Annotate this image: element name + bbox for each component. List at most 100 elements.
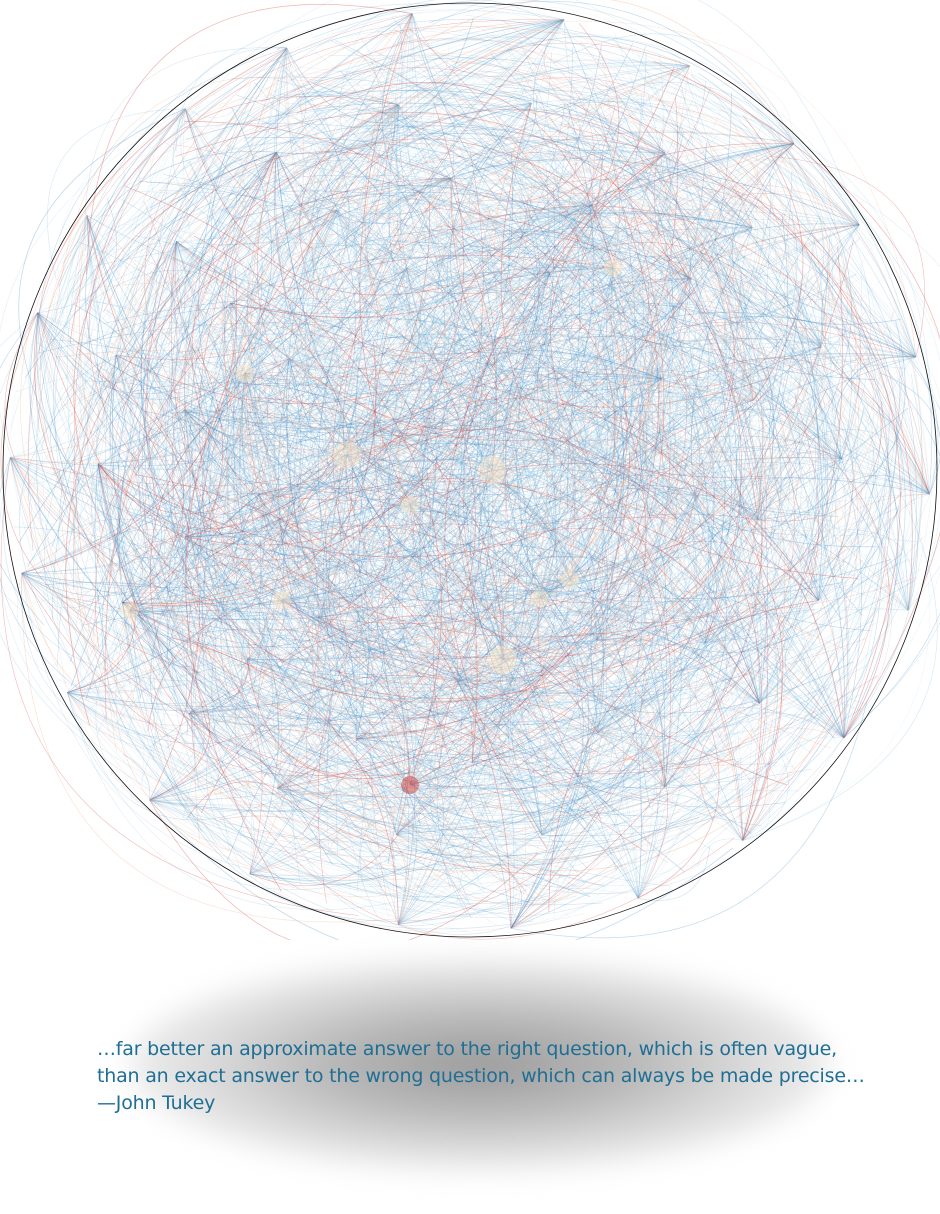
graph-edge [244, 81, 319, 374]
graph-edge [666, 490, 680, 519]
graph-edge [188, 489, 760, 704]
graph-edge [332, 214, 522, 661]
graph-edge [511, 639, 597, 808]
graph-edge [97, 463, 862, 840]
graph-edge [457, 356, 512, 471]
graph-edge [374, 186, 775, 704]
graph-edge [277, 756, 717, 858]
graph-edge [541, 466, 882, 837]
graph-edge [37, 194, 316, 336]
graph-edge [646, 278, 813, 755]
graph-edge [21, 397, 739, 708]
graph-edge [350, 143, 662, 379]
graph-edge [170, 241, 290, 380]
graph-edge [178, 270, 662, 481]
graph-edge [756, 282, 920, 611]
graph-edge [37, 312, 706, 486]
graph-edge [259, 130, 576, 495]
graph-edge [612, 267, 657, 327]
graph-edge [676, 712, 845, 769]
graph-edge [602, 299, 909, 611]
graph-edge [356, 117, 694, 740]
graph-edge [230, 121, 333, 304]
graph-edge [611, 277, 822, 347]
graph-edge [117, 152, 277, 797]
graph-edge [508, 759, 665, 801]
graph-edge [235, 210, 497, 926]
graph-edge [230, 302, 696, 619]
graph-edge [249, 212, 733, 875]
graph-edge [122, 492, 902, 714]
graph-edge [127, 609, 301, 811]
graph-edge [80, 9, 565, 406]
graph-edge [283, 48, 392, 252]
graph-edge [449, 434, 493, 471]
graph-edge [676, 178, 826, 519]
graph-edge [256, 312, 476, 682]
graph-edge [642, 697, 845, 765]
graph-hub [604, 259, 622, 277]
graph-edge [516, 303, 625, 581]
graph-edge [10, 390, 803, 592]
graph-edge [149, 48, 617, 801]
graph-edge [143, 102, 532, 662]
graph-edge [407, 151, 754, 401]
graph-edge [178, 266, 614, 614]
graph-edge [79, 579, 248, 660]
graph-edge [450, 178, 600, 308]
graph-edge [77, 223, 177, 258]
graph-edge [600, 224, 860, 683]
graph-edge [266, 9, 753, 228]
graph-edge [115, 355, 863, 791]
graph-edge [122, 600, 155, 612]
graph-edge [246, 209, 753, 623]
graph-edge [86, 215, 228, 334]
graph-edge [251, 102, 532, 893]
graph-edge [536, 579, 571, 636]
graph-edge [156, 241, 346, 612]
graph-edge [508, 103, 839, 517]
graph-edge [324, 208, 843, 459]
graph-edge [491, 144, 758, 471]
graph-edge [510, 129, 795, 929]
graph-edge [500, 659, 598, 788]
graph-edge [106, 152, 277, 424]
graph-edge [67, 473, 516, 712]
graph-edge [149, 589, 714, 857]
graph-edge [157, 204, 593, 806]
graph-edge [259, 123, 581, 495]
graph-edge [381, 19, 565, 392]
graph-edge [406, 267, 802, 609]
graph-edge [447, 458, 842, 811]
graph-edge [65, 209, 337, 726]
graph-edge [111, 175, 550, 274]
graph-edge [122, 602, 584, 933]
graph-edge [51, 256, 550, 547]
graph-edge [183, 343, 873, 585]
graph-edge [204, 729, 397, 835]
graph-edge [194, 235, 442, 786]
graph-edge [149, 144, 395, 801]
graph-edge [180, 108, 253, 223]
graph-edge [303, 374, 842, 608]
graph-edge [346, 268, 687, 476]
graph-edge [230, 302, 636, 651]
graph-hub [333, 441, 361, 469]
graph-edge [244, 372, 778, 766]
drop-shadow [130, 960, 830, 1170]
graph-edge [414, 664, 527, 929]
graph-edge [97, 463, 855, 725]
graph-edge [103, 550, 283, 615]
graph-edge [244, 312, 827, 489]
graph-edge [208, 152, 277, 290]
graph-edge [196, 54, 691, 279]
graph-edge [356, 126, 573, 740]
graph-edge [638, 65, 824, 549]
graph-edge [277, 133, 577, 789]
graph-edge [21, 259, 467, 585]
graph-edge [281, 589, 325, 604]
graph-edge [142, 389, 677, 519]
graph-edge [377, 162, 576, 763]
graph-edge [173, 554, 358, 739]
graph-edge [413, 267, 614, 653]
